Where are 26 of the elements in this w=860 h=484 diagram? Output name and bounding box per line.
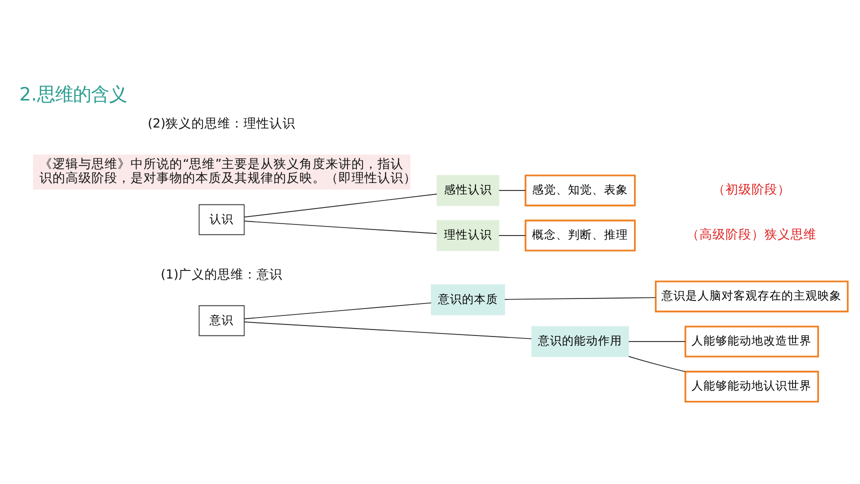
node-box: 人能够能动地认识世界 — [684, 370, 819, 402]
connector — [498, 190, 526, 191]
connector — [244, 322, 532, 340]
label: (1)广义的思维：意识 — [160, 266, 283, 282]
node-box: 意识是人脑对客观存在的主观映象 — [654, 280, 849, 312]
connector — [628, 356, 686, 372]
label: （初级阶段） — [712, 181, 791, 196]
node-box: 意识 — [198, 305, 245, 336]
connector — [244, 302, 432, 320]
diagram-title: 2.思维的含义 — [19, 84, 127, 106]
connector — [244, 220, 438, 234]
node-box: 感觉、知觉、表象 — [524, 174, 636, 206]
connector — [504, 297, 656, 300]
node-box: 认识 — [198, 204, 245, 236]
node-box: 感性认识 — [436, 175, 500, 206]
label: （高级阶段）狭义思维 — [686, 226, 817, 242]
connector — [628, 341, 686, 342]
connector — [244, 194, 438, 218]
node-box: 意识的能动作用 — [531, 326, 630, 357]
node-box: 理性认识 — [436, 220, 500, 251]
label: (2)狭义的思维：理性认识 — [148, 115, 296, 130]
node-box: 人能够能动地改造世界 — [684, 326, 819, 358]
connector — [498, 235, 526, 236]
node-box: 意识的本质 — [430, 284, 506, 316]
label: 《逻辑与思维》中所说的“思维”主要是从狭义角度来讲的，指认识的高级阶段，是对事物的本质及其规律的反映。（即理性认识） — [40, 156, 417, 186]
node-box: 概念、判断、推理 — [524, 220, 636, 252]
